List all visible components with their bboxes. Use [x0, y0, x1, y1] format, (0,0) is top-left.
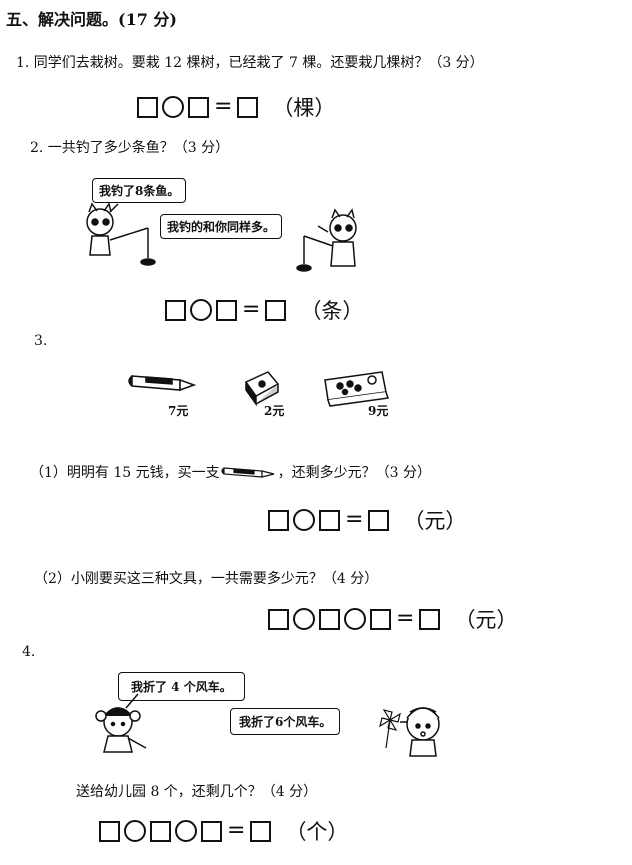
answer-box[interactable]	[150, 820, 171, 842]
girl-icon	[95, 707, 147, 753]
problem-3-2-equation: = （元）	[268, 604, 517, 634]
result-box[interactable]	[419, 608, 441, 630]
problem-3-number: 3.	[34, 333, 48, 349]
pencil-case-icon	[324, 371, 389, 407]
section-title: 五、解决问题。(17 分)	[6, 10, 177, 29]
equals-sign: =	[227, 818, 246, 843]
boy-icon	[406, 707, 440, 757]
unit-label: （元）	[403, 509, 467, 533]
pen-inline-icon	[221, 467, 274, 478]
equals-sign: =	[214, 94, 233, 119]
problem-4-number: 4.	[22, 644, 36, 660]
operator-circle[interactable]	[293, 608, 315, 630]
speech-bubble-left: 我钓了8条鱼。	[92, 178, 187, 203]
equals-sign: =	[242, 297, 261, 322]
problem-4-equation: = （个）	[99, 816, 348, 846]
problem-2-text: 2. 一共钓了多少条鱼？（3 分）	[30, 140, 230, 156]
problem-4-text: 送给幼儿园 8 个，还剩几个？（4 分）	[76, 784, 318, 800]
speech-bubble-left: 我折了 4 个风车。	[118, 672, 245, 701]
speech-bubble-right: 我钓的和你同样多。	[160, 214, 283, 239]
answer-box[interactable]	[268, 509, 289, 531]
speech-bubble-right: 我折了6个风车。	[230, 708, 341, 735]
problem-2-equation: = （条）	[165, 295, 363, 325]
pencil-case-price: 9元	[368, 404, 389, 418]
answer-box[interactable]	[201, 820, 222, 842]
pinwheel-icon	[379, 709, 401, 749]
answer-box[interactable]	[319, 509, 340, 531]
result-box[interactable]	[265, 299, 287, 321]
operator-circle[interactable]	[175, 820, 197, 842]
operator-circle[interactable]	[293, 509, 315, 531]
answer-box[interactable]	[268, 608, 289, 630]
left-cat-icon	[86, 202, 156, 266]
answer-box[interactable]	[165, 299, 186, 321]
operator-circle[interactable]	[190, 299, 212, 321]
sharpener-icon	[244, 371, 280, 407]
answer-box[interactable]	[319, 608, 340, 630]
equals-sign: =	[345, 507, 364, 532]
sharpener-price: 2元	[264, 404, 285, 418]
answer-box[interactable]	[216, 299, 237, 321]
equals-sign: =	[396, 606, 415, 631]
unit-label: （条）	[300, 299, 364, 323]
problem-3-2-text: （2）小刚要买这三种文具，一共需要多少元？（4 分）	[34, 571, 379, 587]
answer-box[interactable]	[188, 96, 209, 118]
result-box[interactable]	[368, 509, 390, 531]
problem-3-1-text: （1）明明有 15 元钱，买一支 ，还剩多少元？（3 分）	[30, 462, 431, 482]
problem-3-1-text-after: ，还剩多少元？（3 分）	[277, 465, 431, 481]
answer-box[interactable]	[370, 608, 391, 630]
unit-label: （元）	[454, 608, 518, 632]
problem-3-1-equation: = （元）	[268, 505, 466, 535]
problem-1-equation: = （棵）	[137, 92, 335, 122]
problem-1-text: 1. 同学们去栽树。要栽 12 棵树，已经栽了 7 棵。还要栽几棵树？（3 分）	[16, 55, 484, 71]
unit-label: （棵）	[272, 96, 336, 120]
pen-icon	[128, 375, 197, 392]
right-cat-icon	[296, 208, 357, 272]
operator-circle[interactable]	[162, 96, 184, 118]
answer-box[interactable]	[137, 96, 158, 118]
answer-box[interactable]	[99, 820, 120, 842]
operator-circle[interactable]	[124, 820, 146, 842]
pen-price: 7元	[168, 404, 189, 418]
result-box[interactable]	[250, 820, 272, 842]
operator-circle[interactable]	[344, 608, 366, 630]
unit-label: （个）	[285, 820, 349, 844]
result-box[interactable]	[237, 96, 259, 118]
problem-3-1-text-before: （1）明明有 15 元钱，买一支	[30, 465, 220, 481]
